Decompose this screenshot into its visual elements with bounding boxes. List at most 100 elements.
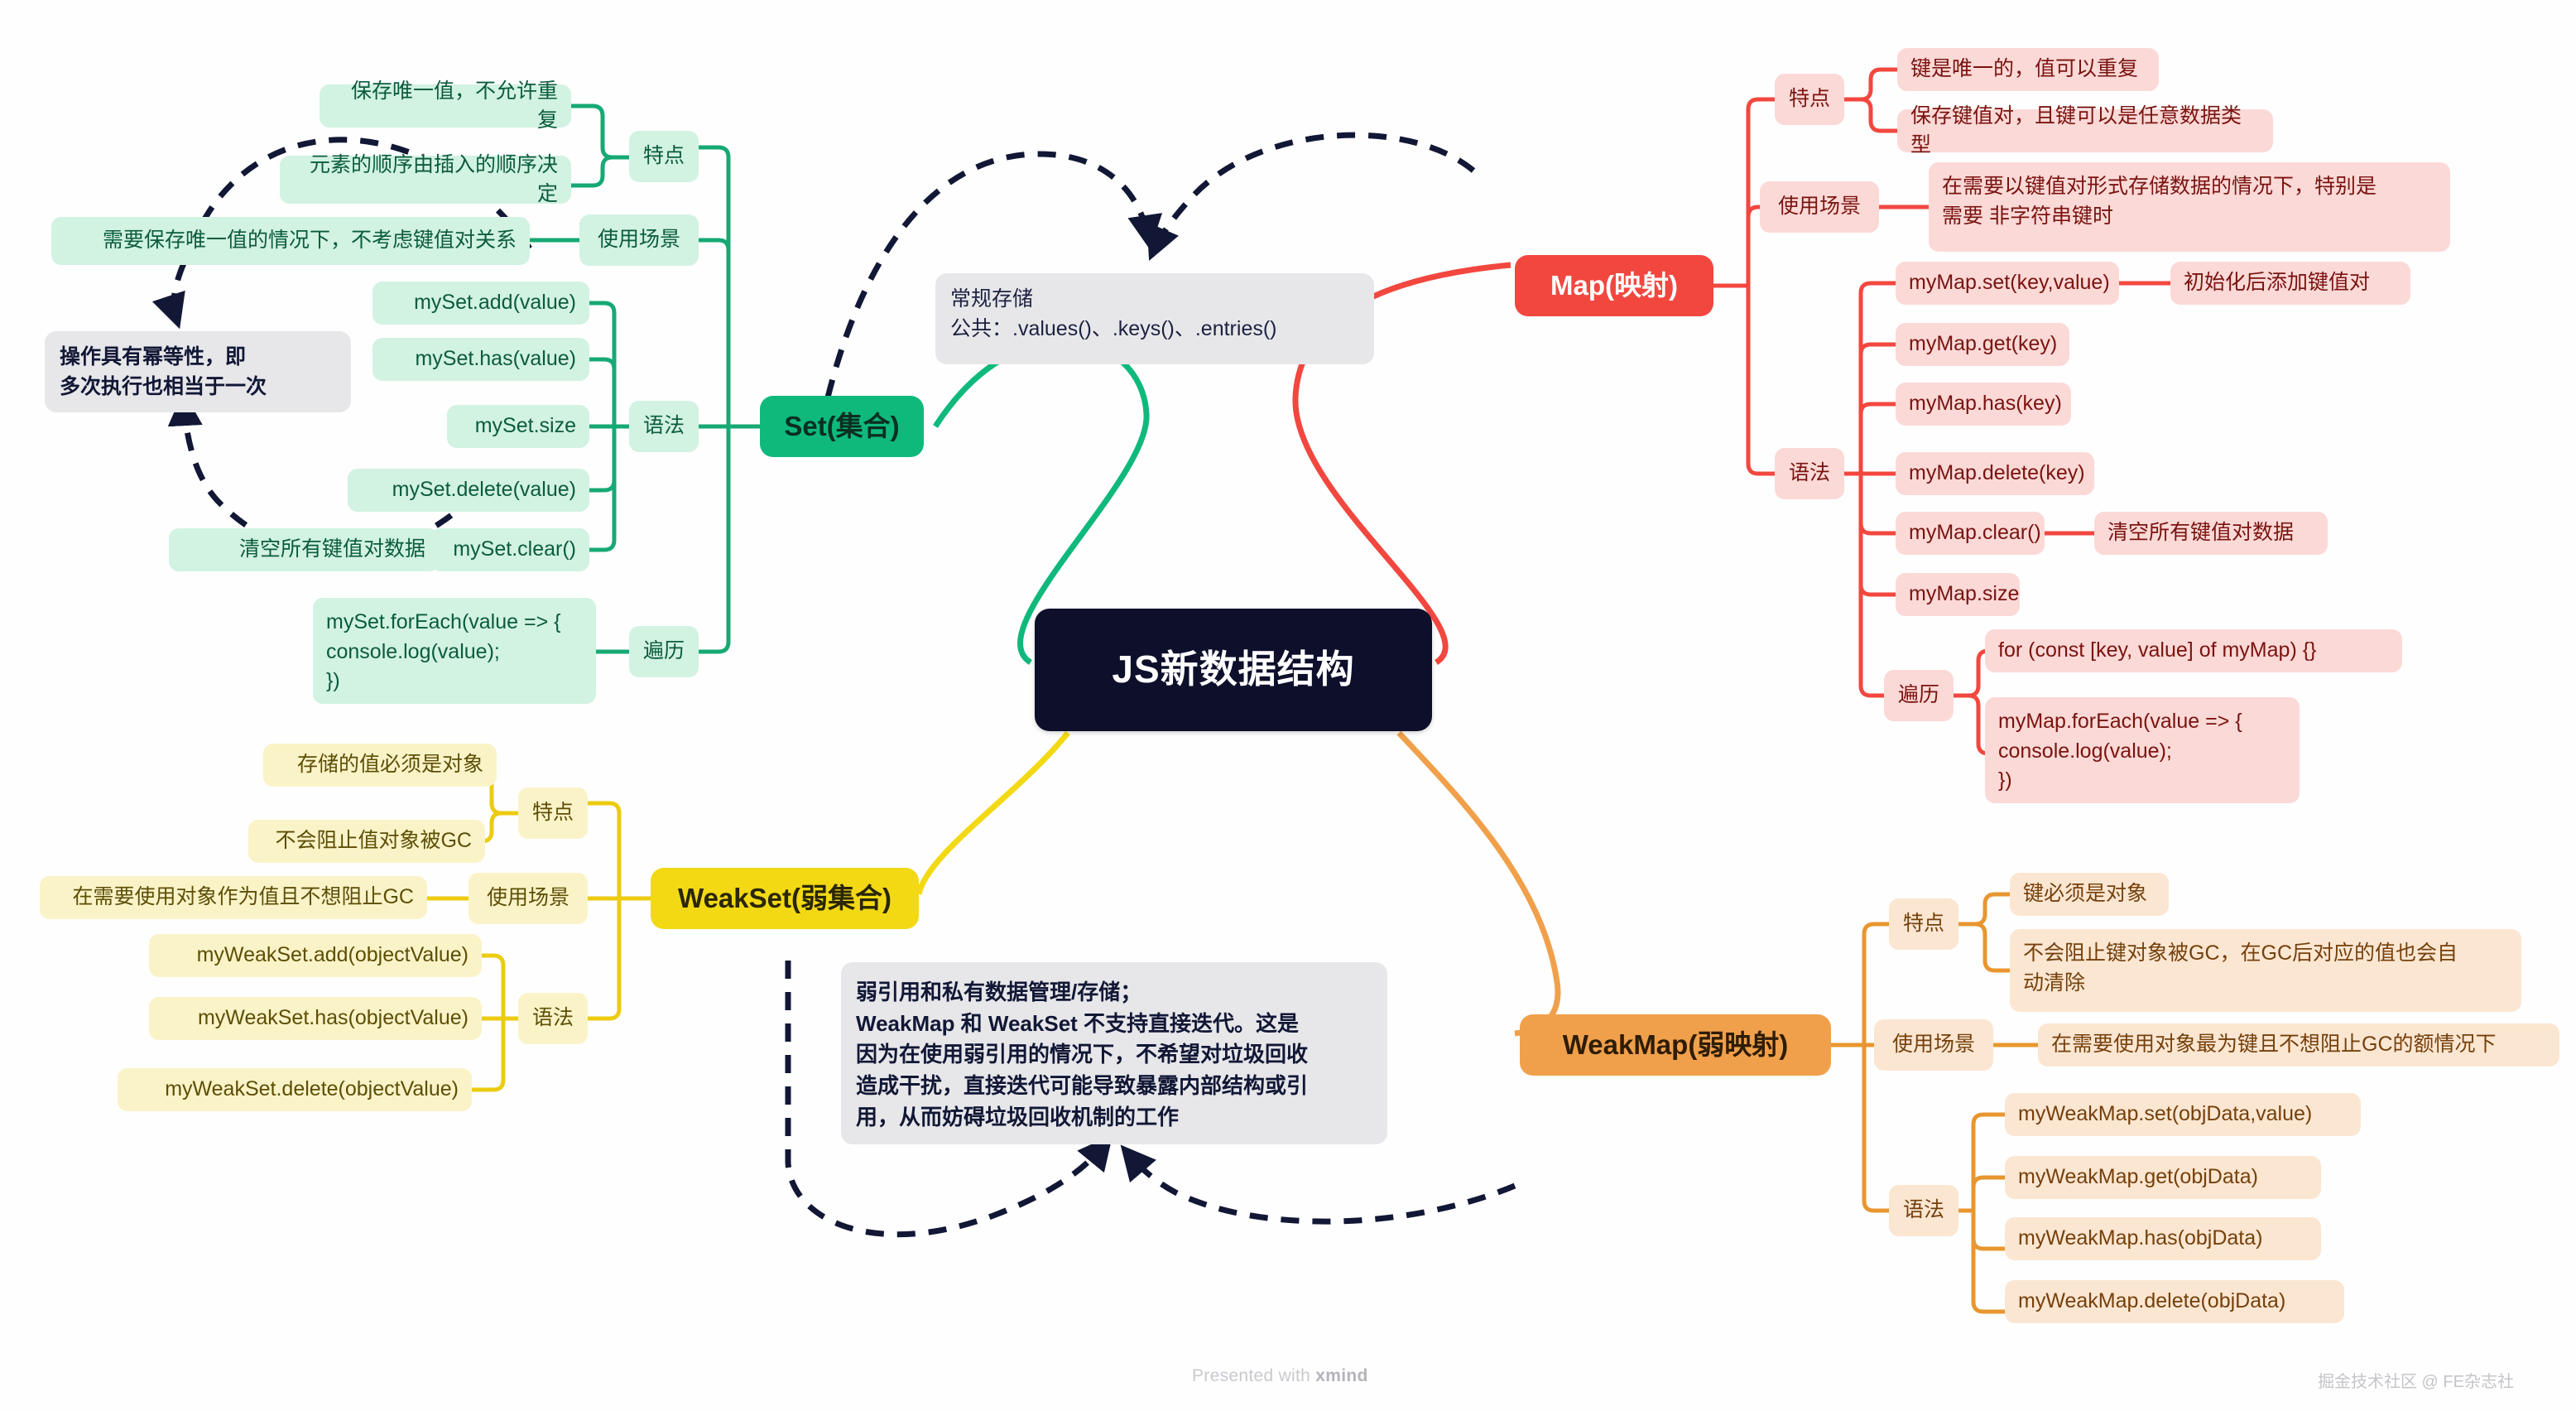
set-feature-item[interactable]: 保存唯一值，不允许重复: [320, 79, 571, 132]
set-feature-item[interactable]: 元素的顺序由插入的顺序决定: [280, 153, 571, 205]
weakmap-group-usage[interactable]: 使用场景: [1874, 1019, 1993, 1071]
weakset-feature-1-label: 存储的值必须是对象: [296, 753, 483, 777]
edge-weakmap-feature-1: [1958, 892, 2010, 927]
weakset-syntax-item[interactable]: myWeakSet.delete(objectValue): [118, 1068, 472, 1111]
weakset-feature-item[interactable]: 存储的值必须是对象: [263, 744, 497, 787]
set-iterate-1-label: mySet.forEach(value => { console.log(val…: [326, 610, 561, 692]
weakmap-syntax-3-label: myWeakMap.has(objData): [2018, 1226, 2263, 1250]
edge-map-syntax-3: [1858, 402, 1896, 474]
set-syntax-4-label: mySet.delete(value): [392, 478, 576, 502]
map-group-usage-label: 使用场景: [1777, 195, 1861, 219]
edge-set-syntax-4: [589, 426, 617, 493]
edge-set-usage: [695, 238, 731, 426]
weakset-group-features[interactable]: 特点: [518, 787, 588, 839]
weakmap-syntax-item[interactable]: myWeakMap.delete(objData): [2005, 1280, 2344, 1323]
branch-node-weakset[interactable]: WeakSet(弱集合): [651, 868, 919, 929]
annotation-arrow-map-storage: [1146, 132, 1476, 262]
annotation-common-storage-label: 常规存储 公共：.values()、.keys()、.entries(): [950, 287, 1277, 340]
branch-label-weakset: WeakSet(弱集合): [678, 882, 892, 913]
set-syntax-2-label: mySet.has(value): [415, 347, 576, 371]
set-clear-note[interactable]: 清空所有键值对数据: [169, 528, 439, 571]
weakmap-syntax-item[interactable]: myWeakMap.has(objData): [2005, 1217, 2321, 1260]
weakset-group-usage-label: 使用场景: [486, 886, 570, 910]
set-syntax-item[interactable]: mySet.has(value): [372, 338, 589, 381]
weakmap-feature-item[interactable]: 键必须是对象: [2010, 873, 2169, 916]
edge-set-features: [695, 145, 731, 426]
set-syntax-item[interactable]: mySet.add(value): [372, 282, 589, 325]
annotation-idempotent[interactable]: 操作具有幂等性，即 多次执行也相当于一次: [45, 331, 351, 412]
edge-set-syntax-2: [589, 357, 617, 426]
annotation-arrow-weakmap-note: [1120, 1144, 1516, 1225]
set-usage-1-label: 需要保存唯一值的情况下，不考虑键值对关系: [102, 229, 517, 253]
set-group-usage-label: 使用场景: [597, 228, 680, 252]
map-feature-item[interactable]: 保存键值对，且键可以是任意数据类型: [1897, 104, 2273, 157]
map-syntax-item[interactable]: myMap.size: [1896, 573, 2020, 616]
map-group-iterate[interactable]: 遍历: [1884, 670, 1954, 721]
weakmap-group-syntax[interactable]: 语法: [1889, 1185, 1958, 1236]
map-syntax-item[interactable]: myMap.delete(key): [1896, 452, 2094, 495]
map-iterate-item[interactable]: myMap.forEach(value => { console.log(val…: [1985, 697, 2300, 803]
map-syntax-item[interactable]: myMap.set(key,value): [1896, 262, 2119, 305]
weakset-group-syntax-label: 语法: [531, 1006, 574, 1030]
root-node[interactable]: JS新数据结构: [1035, 609, 1432, 731]
set-syntax-item[interactable]: mySet.delete(value): [348, 469, 589, 512]
weakmap-feature-1-label: 键必须是对象: [2023, 882, 2148, 906]
map-usage-item[interactable]: 在需要以键值对形式存储数据的情况下，特别是 需要 非字符串键时: [1929, 162, 2450, 252]
weakmap-group-syntax-label: 语法: [1902, 1198, 1944, 1222]
edge-weakset-syntax: [584, 898, 622, 1021]
weakset-syntax-item[interactable]: myWeakSet.add(objectValue): [149, 934, 482, 977]
weakset-group-syntax[interactable]: 语法: [518, 993, 588, 1044]
edge-weakset-features: [584, 801, 622, 898]
weakmap-group-features[interactable]: 特点: [1889, 898, 1958, 950]
map-syntax-1-label: myMap.set(key,value): [1909, 271, 2110, 295]
set-syntax-item[interactable]: mySet.clear(): [430, 528, 589, 571]
weakmap-usage-item[interactable]: 在需要使用对象最为键且不想阻止GC的额情况下: [2038, 1023, 2559, 1067]
branch-node-map[interactable]: Map(映射): [1515, 255, 1713, 316]
set-syntax-1-label: mySet.add(value): [414, 291, 576, 315]
map-group-features[interactable]: 特点: [1775, 74, 1844, 125]
map-set-note[interactable]: 初始化后添加键值对: [2170, 262, 2410, 305]
map-group-usage[interactable]: 使用场景: [1760, 181, 1879, 233]
weakmap-feature-item[interactable]: 不会阻止键对象被GC，在GC后对应的值也会自 动清除: [2010, 929, 2521, 1012]
weakset-group-usage[interactable]: 使用场景: [469, 873, 588, 924]
annotation-common-storage[interactable]: 常规存储 公共：.values()、.keys()、.entries(): [935, 273, 1374, 364]
map-syntax-4-label: myMap.delete(key): [1909, 461, 2085, 485]
weakmap-syntax-2-label: myWeakMap.get(objData): [2018, 1165, 2258, 1189]
map-feature-item[interactable]: 键是唯一的，值可以重复: [1897, 48, 2159, 91]
set-iterate-item[interactable]: mySet.forEach(value => { console.log(val…: [313, 598, 596, 704]
branch-label-map: Map(映射): [1550, 269, 1678, 301]
set-syntax-5-label: mySet.clear(): [453, 537, 576, 561]
map-iterate-item[interactable]: for (const [key, value] of myMap) {}: [1985, 629, 2402, 672]
set-syntax-item[interactable]: mySet.size: [447, 405, 589, 448]
weakmap-syntax-item[interactable]: myWeakMap.get(objData): [2005, 1156, 2321, 1199]
map-syntax-item[interactable]: myMap.get(key): [1896, 323, 2069, 366]
map-syntax-item[interactable]: myMap.clear(): [1896, 512, 2045, 555]
map-iterate-2-label: myMap.forEach(value => { console.log(val…: [1998, 710, 2242, 792]
edge-map-feature-1: [1844, 67, 1897, 102]
set-group-usage[interactable]: 使用场景: [579, 214, 699, 266]
map-group-syntax[interactable]: 语法: [1775, 448, 1844, 499]
annotation-weak-note[interactable]: 弱引用和私有数据管理/存储； WeakMap 和 WeakSet 不支持直接迭代…: [841, 962, 1387, 1144]
root-label: JS新数据结构: [1112, 648, 1355, 691]
map-feature-2-label: 保存键值对，且键可以是任意数据类型: [1910, 104, 2242, 157]
set-group-iterate[interactable]: 遍历: [629, 626, 699, 677]
weakmap-syntax-item[interactable]: myWeakMap.set(objData,value): [2005, 1093, 2361, 1136]
map-feature-1-label: 键是唯一的，值可以重复: [1910, 57, 2139, 81]
map-syntax-item[interactable]: myMap.has(key): [1896, 383, 2071, 426]
weakset-syntax-3-label: myWeakSet.delete(objectValue): [165, 1077, 459, 1101]
branch-node-set[interactable]: Set(集合): [760, 396, 924, 457]
set-usage-item[interactable]: 需要保存唯一值的情况下，不考虑键值对关系: [51, 217, 530, 265]
map-clear-note[interactable]: 清空所有键值对数据: [2094, 512, 2328, 555]
set-group-syntax[interactable]: 语法: [629, 401, 699, 452]
map-syntax-2-label: myMap.get(key): [1909, 332, 2058, 356]
community-credit-label: 掘金技术社区 @ FE杂志社: [2318, 1373, 2514, 1391]
weakset-usage-item[interactable]: 在需要使用对象作为值且不想阻止GC: [40, 876, 427, 919]
set-group-features[interactable]: 特点: [629, 131, 699, 182]
branch-node-weakmap[interactable]: WeakMap(弱映射): [1520, 1014, 1831, 1076]
weakset-syntax-item[interactable]: myWeakSet.has(objectValue): [149, 997, 482, 1040]
weakset-feature-item[interactable]: 不会阻止值对象被GC: [248, 820, 485, 863]
weakmap-group-usage-label: 使用场景: [1891, 1033, 1975, 1057]
weakmap-usage-1-label: 在需要使用对象最为键且不想阻止GC的额情况下: [2051, 1033, 2497, 1057]
edge-weakmap-syntax-2: [1971, 1175, 2005, 1211]
